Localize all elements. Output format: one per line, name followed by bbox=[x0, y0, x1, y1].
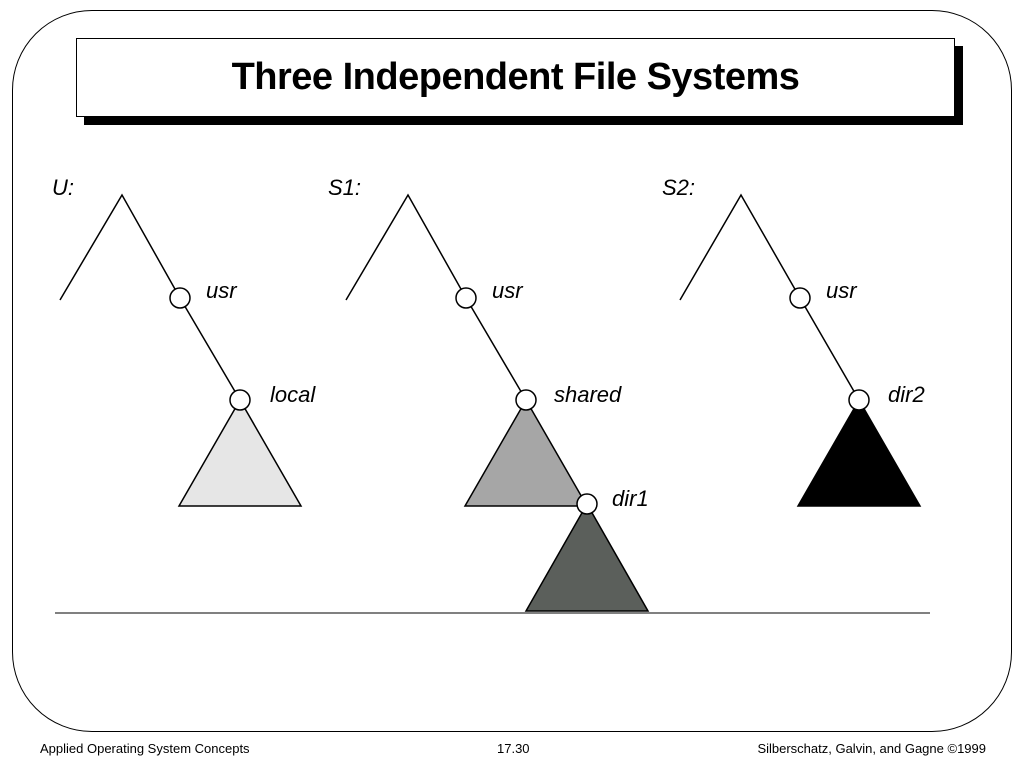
tree-s1-node-shared bbox=[515, 389, 537, 411]
tree-label-s1: S1: bbox=[328, 175, 361, 200]
tree-s1-label-shared: shared bbox=[554, 382, 622, 407]
slide-frame bbox=[12, 10, 1012, 732]
tree-s1: S1: usr shared dir1 bbox=[328, 175, 650, 612]
tree-s1-shared-subtree bbox=[463, 398, 589, 507]
tree-s2: S2: usr dir2 bbox=[662, 175, 925, 507]
tree-s1-dir1-subtree bbox=[524, 502, 650, 612]
tree-s2-edge-usr-dir2 bbox=[799, 297, 860, 401]
tree-s2-label-usr: usr bbox=[826, 278, 858, 303]
tree-u-edge-usr-local bbox=[179, 297, 241, 401]
tree-s2-root-branches bbox=[679, 193, 801, 301]
tree-s1-label-dir1: dir1 bbox=[612, 486, 649, 511]
tree-u-label-local: local bbox=[270, 382, 316, 407]
tree-s2-label-dir2: dir2 bbox=[888, 382, 925, 407]
tree-s2-dir2-subtree bbox=[796, 398, 922, 507]
tree-u-node-usr bbox=[169, 287, 191, 309]
tree-s1-root-branches bbox=[345, 193, 467, 301]
footer-page-number: 17.30 bbox=[497, 741, 530, 756]
tree-s1-label-usr: usr bbox=[492, 278, 524, 303]
tree-u-node-local bbox=[229, 389, 251, 411]
tree-s1-node-usr bbox=[455, 287, 477, 309]
tree-u-root-branches bbox=[59, 193, 181, 301]
slide-title: Three Independent File Systems bbox=[231, 56, 800, 98]
footer-copyright: Silberschatz, Galvin, and Gagne ©1999 bbox=[757, 741, 986, 756]
tree-s2-node-dir2 bbox=[848, 389, 870, 411]
tree-s1-node-dir1 bbox=[576, 493, 598, 515]
tree-s2-node-usr bbox=[789, 287, 811, 309]
tree-label-s2: S2: bbox=[662, 175, 695, 200]
tree-u: U: usr local bbox=[52, 175, 316, 507]
tree-s1-edge-usr-shared bbox=[465, 297, 527, 401]
tree-label-u: U: bbox=[52, 175, 74, 200]
footer-book-title: Applied Operating System Concepts bbox=[40, 741, 250, 756]
tree-u-local-subtree bbox=[177, 398, 303, 507]
title-box: Three Independent File Systems bbox=[76, 38, 955, 117]
tree-u-label-usr: usr bbox=[206, 278, 238, 303]
